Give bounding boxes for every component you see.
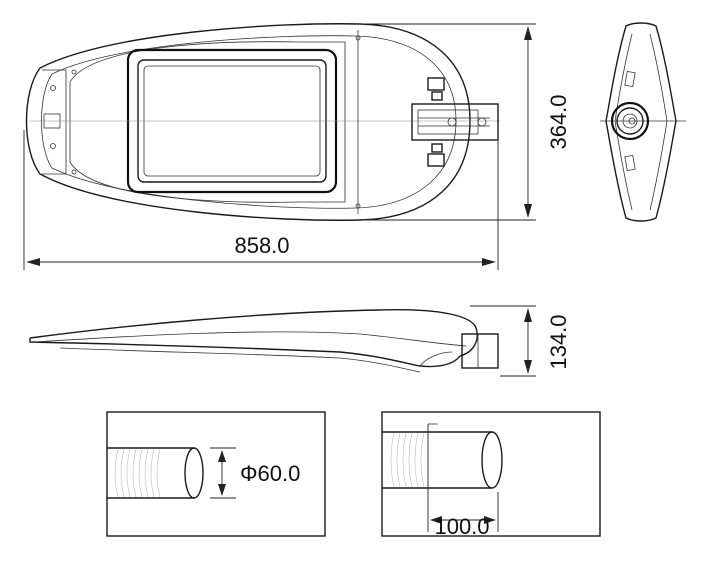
top-view-body-outline [25,23,471,221]
pipe-diameter-label: Φ60.0 [240,461,300,486]
top-view-screw-1 [50,85,56,91]
top-view-screw-3 [71,69,77,75]
pipe-diameter-detail [106,411,326,537]
insertion-depth-detail [381,411,601,537]
width-dimension [362,23,536,221]
end-view-pipe-core [628,117,636,125]
pipe-texture [114,448,161,498]
end-view-pipe-inner [622,113,638,129]
end-view-pipe-mid [616,107,644,135]
top-view-screw-4 [71,169,77,175]
side-view-lower-surface [29,338,461,368]
top-view-bracket-bottom [427,153,445,167]
side-view [29,308,499,373]
side-view-inner-line [33,331,467,347]
top-view-rear-cap [42,69,67,175]
top-view-housing-bulge [69,41,346,203]
insert-pipe-texture [390,432,425,488]
end-view-slot-bottom [624,154,636,172]
top-view-seam-screw-2 [355,203,361,209]
top-view-screw-2 [50,143,56,149]
end-view-slot-top [624,70,636,88]
side-view-bracket-curve [419,351,453,367]
side-view-upper-surface [29,308,478,357]
pipe-diameter-frame [106,411,326,537]
top-view-inner-outline [41,35,457,209]
height-dimension [470,305,536,377]
side-view-mount-pipe [461,333,499,369]
top-view-bracket-top [427,77,445,91]
pipe-end [184,447,204,499]
top-view [25,23,500,221]
top-view-clamp-bolt-2 [477,117,487,127]
length-dimension [23,122,499,270]
end-view-pipe-outer [610,101,650,141]
width-label: 364.0 [546,94,571,149]
top-view-bracket-top-inner [431,91,443,101]
insertion-depth-frame [381,411,601,537]
insert-pipe-end [481,431,503,489]
height-label: 134.0 [546,314,571,369]
top-view-bracket-bottom-inner [431,143,443,153]
insertion-depth-label: 100.0 [434,514,489,539]
length-label: 858.0 [234,233,289,258]
end-view [600,22,686,222]
top-view-seam-screw-1 [355,35,361,41]
top-view-clamp-bolt-1 [447,117,457,127]
side-view-bottom-line [59,347,421,373]
